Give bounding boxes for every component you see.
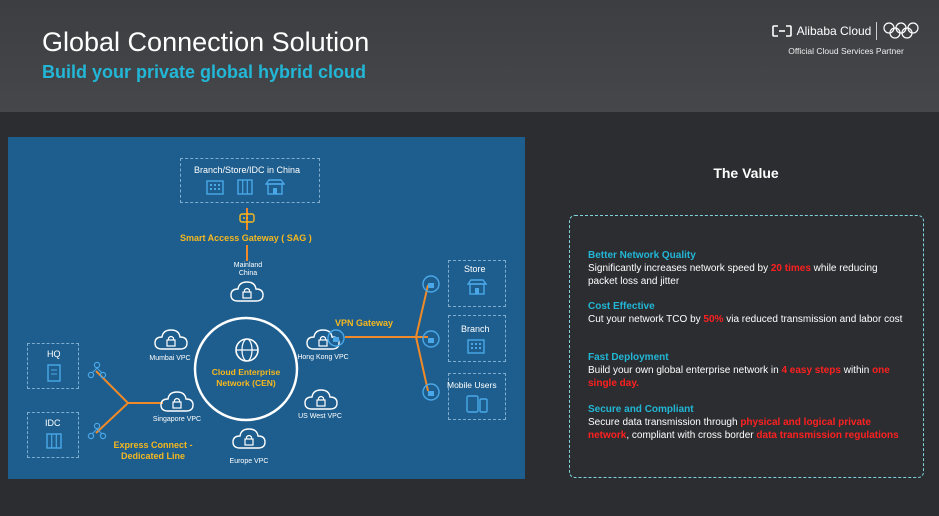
cloud-lock-icon — [160, 391, 194, 412]
value-title: The Value — [713, 165, 779, 181]
olympic-rings-icon — [883, 22, 919, 39]
highlight-text: 4 easy steps — [781, 365, 841, 376]
value-item: Secure and Compliant Secure data transmi… — [588, 403, 908, 442]
value-item-text: Secure data transmission through physica… — [588, 417, 899, 441]
store-icon — [467, 279, 487, 295]
page-title: Global Connection Solution — [42, 27, 370, 57]
highlight-text: data transmission regulations — [756, 430, 899, 441]
router-lock-icon — [422, 275, 440, 293]
router-lock-icon — [422, 383, 440, 401]
brand-name: Alibaba Cloud — [796, 24, 872, 38]
value-item-text: Cut your network TCO by 50% via reduced … — [588, 314, 903, 325]
cloud-lock-icon — [304, 389, 338, 410]
mainland-china-label: Mainland China — [233, 262, 263, 277]
hq-box — [27, 343, 79, 389]
value-item-heading: Cost Effective — [588, 301, 655, 312]
highlight-text: 50% — [703, 314, 724, 325]
value-item: Better Network Quality Significantly inc… — [588, 249, 908, 288]
idc-label: IDC — [45, 418, 61, 428]
cen-globe-icon — [235, 338, 259, 362]
datacenter-icon — [237, 179, 253, 195]
value-item-heading: Better Network Quality — [588, 250, 696, 261]
router-icon — [87, 361, 107, 379]
sag-device-icon — [239, 213, 255, 223]
mobile-users-box — [448, 373, 506, 420]
alibaba-cloud-icon — [771, 25, 792, 37]
highlight-text: physical and logical private network — [588, 417, 871, 441]
cloud-lock-icon — [230, 281, 264, 302]
cloud-lock-icon — [154, 329, 188, 350]
router-icon — [87, 422, 107, 440]
vpn-gateway-icon — [327, 329, 345, 347]
datacenter-icon — [46, 433, 62, 449]
mobile-devices-icon — [466, 395, 488, 413]
value-item: Fast Deployment Build your own global en… — [588, 351, 908, 390]
uswest-vpc-label: US West VPC — [298, 413, 342, 420]
brand-partner-text: Official Cloud Services Partner — [788, 46, 904, 56]
store-icon — [265, 179, 285, 195]
hq-label: HQ — [47, 349, 61, 359]
highlight-text: 20 times — [770, 263, 811, 274]
cloud-lock-icon — [306, 329, 340, 350]
value-item-text: Build your own global enterprise network… — [588, 365, 890, 389]
brand-logo: Alibaba Cloud Official Cloud Services Pa… — [771, 22, 921, 56]
office-icon — [47, 364, 61, 382]
idc-box — [27, 412, 79, 458]
branch-box — [448, 315, 506, 362]
vpn-gateway-label: VPN Gateway — [335, 318, 394, 328]
router-lock-icon — [422, 330, 440, 348]
value-item-heading: Fast Deployment — [588, 352, 669, 363]
value-item: Cost Effective Cut your network TCO by 5… — [588, 300, 908, 326]
hongkong-vpc-label: Hong Kong VPC — [297, 354, 349, 361]
highlight-text: one single day. — [588, 365, 890, 389]
store-box — [448, 260, 506, 307]
china-branch-label: Branch/Store/IDC in China — [194, 165, 301, 175]
value-box: Better Network Quality Significantly inc… — [569, 215, 924, 478]
building-icon — [206, 180, 224, 195]
brand-divider — [876, 22, 878, 40]
branch-label: Branch — [461, 324, 490, 334]
singapore-vpc-label: Singapore VPC — [152, 416, 202, 423]
cloud-lock-icon — [232, 428, 266, 449]
mobile-users-label: Mobile Users — [447, 380, 497, 390]
store-label: Store — [464, 264, 486, 274]
diagram-lines — [95, 208, 429, 434]
cen-label: Cloud Enterprise Network (CEN) — [211, 367, 281, 388]
mumbai-vpc-label: Mumbai VPC — [149, 355, 191, 362]
express-connect-label: Express Connect - Dedicated Line — [113, 440, 193, 461]
page-subtitle: Build your private global hybrid cloud — [42, 62, 367, 82]
value-item-text: Significantly increases network speed by… — [588, 263, 878, 287]
value-item-heading: Secure and Compliant — [588, 404, 694, 415]
building-icon — [467, 339, 485, 354]
europe-vpc-label: Europe VPC — [229, 458, 269, 465]
header-banner: Global Connection Solution Build your pr… — [0, 0, 939, 112]
china-branch-box — [180, 158, 320, 203]
network-diagram: Branch/Store/IDC in China Smart Access G… — [8, 137, 525, 479]
sag-label: Smart Access Gateway ( SAG ) — [180, 233, 312, 243]
cen-ring — [193, 316, 299, 422]
